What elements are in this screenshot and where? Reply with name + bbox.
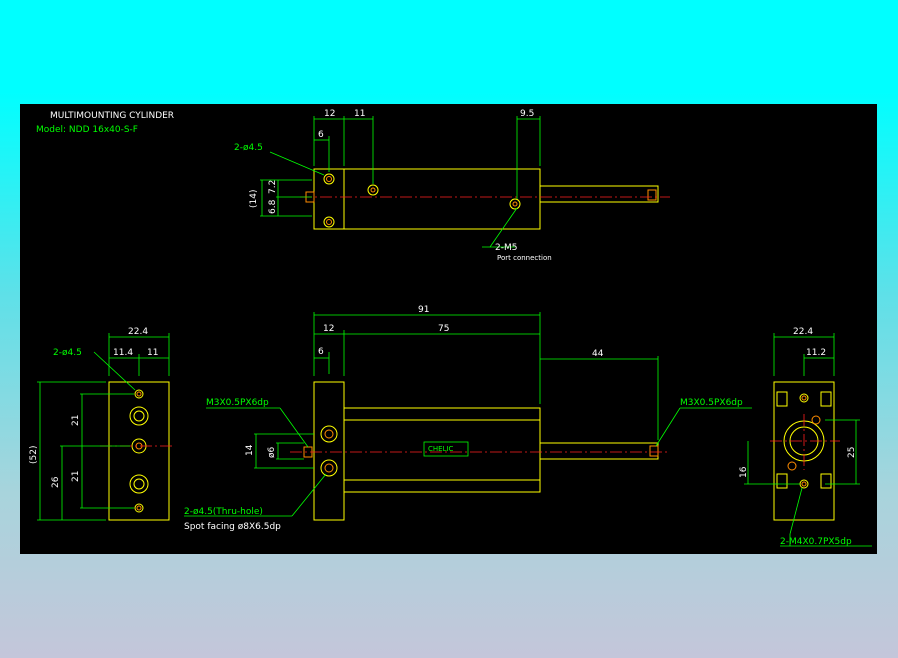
top-dim-12: 12 xyxy=(324,109,335,119)
cad-drawing: MULTIMOUNTING CYLINDER Model: NDD 16x40-… xyxy=(29,109,872,547)
right-dim-25: 25 xyxy=(847,447,857,458)
top-dim-9-5: 9.5 xyxy=(520,109,534,119)
top-dim-7-2: 7.2 xyxy=(268,180,278,194)
front-dim-75: 75 xyxy=(438,324,449,334)
top-view: 12 11 6 9.5 2-ø4.5 (14) 7.2 6.8 2-M5 Por… xyxy=(234,109,670,262)
top-dim-14: (14) xyxy=(249,190,259,208)
top-hole-label: 2-ø4.5 xyxy=(234,143,263,153)
front-dim-phi6: ø6 xyxy=(267,446,277,458)
right-thread-label: 2-M4X0.7PX5dp xyxy=(780,537,852,547)
front-dim-44: 44 xyxy=(592,349,604,359)
front-hole-label: 2-ø4.5(Thru-hole) xyxy=(184,507,263,517)
front-flange xyxy=(313,381,345,521)
top-port-label: 2-M5 xyxy=(495,243,517,253)
left-dim-21b: 21 xyxy=(71,471,81,482)
right-end-view: 22.4 11.2 25 16 2-M4X0.7PX5dp xyxy=(739,327,872,547)
top-dim-11: 11 xyxy=(354,109,365,119)
right-dim-22-4: 22.4 xyxy=(793,327,813,337)
top-hole-upper xyxy=(323,173,335,185)
top-port-sub: Port connection xyxy=(497,254,552,262)
front-dim-12: 12 xyxy=(323,324,334,334)
top-hole-lower xyxy=(323,216,335,228)
model-label: Model: NDD 16x40-S-F xyxy=(36,125,138,135)
front-view: CHELIC 91 12 75 6 44 M3X0.5PX6dp M3X0.5P… xyxy=(184,305,752,532)
top-port-left xyxy=(367,184,379,196)
nameplate-text: CHELIC xyxy=(428,445,454,453)
top-port-right xyxy=(509,198,521,210)
front-dim-14: 14 xyxy=(245,444,255,456)
cad-drawing-canvas: MULTIMOUNTING CYLINDER Model: NDD 16x40-… xyxy=(20,104,877,554)
top-dim-6: 6 xyxy=(318,130,324,140)
front-spot-label: Spot facing ø8X6.5dp xyxy=(184,522,281,532)
right-dim-16: 16 xyxy=(739,466,749,478)
left-hole-label: 2-ø4.5 xyxy=(53,348,82,358)
nameplate xyxy=(423,441,469,457)
front-dim-91: 91 xyxy=(418,305,429,315)
front-thread-right: M3X0.5PX6dp xyxy=(680,398,743,408)
left-dim-22-4: 22.4 xyxy=(128,327,148,337)
left-dim-11: 11 xyxy=(147,348,158,358)
front-thread-left: M3X0.5PX6dp xyxy=(206,398,269,408)
right-dim-11-2: 11.2 xyxy=(806,348,826,358)
left-end-plate xyxy=(108,381,170,521)
front-rod xyxy=(539,442,659,460)
top-dim-6-8: 6.8 xyxy=(268,199,278,214)
front-hole-lower xyxy=(320,459,338,477)
left-dim-11-4: 11.4 xyxy=(113,348,133,358)
left-dim-21a: 21 xyxy=(71,415,81,426)
left-dim-52: (52) xyxy=(29,446,39,464)
left-dim-26: 26 xyxy=(51,476,61,488)
left-end-view: 22.4 11.4 11 2-ø4.5 (52) 21 21 26 xyxy=(29,327,175,521)
front-hole-upper xyxy=(320,425,338,443)
front-dim-6: 6 xyxy=(318,347,324,357)
right-end-plate xyxy=(773,381,835,521)
top-view-rod xyxy=(539,185,659,203)
drawing-title: MULTIMOUNTING CYLINDER xyxy=(50,111,174,121)
